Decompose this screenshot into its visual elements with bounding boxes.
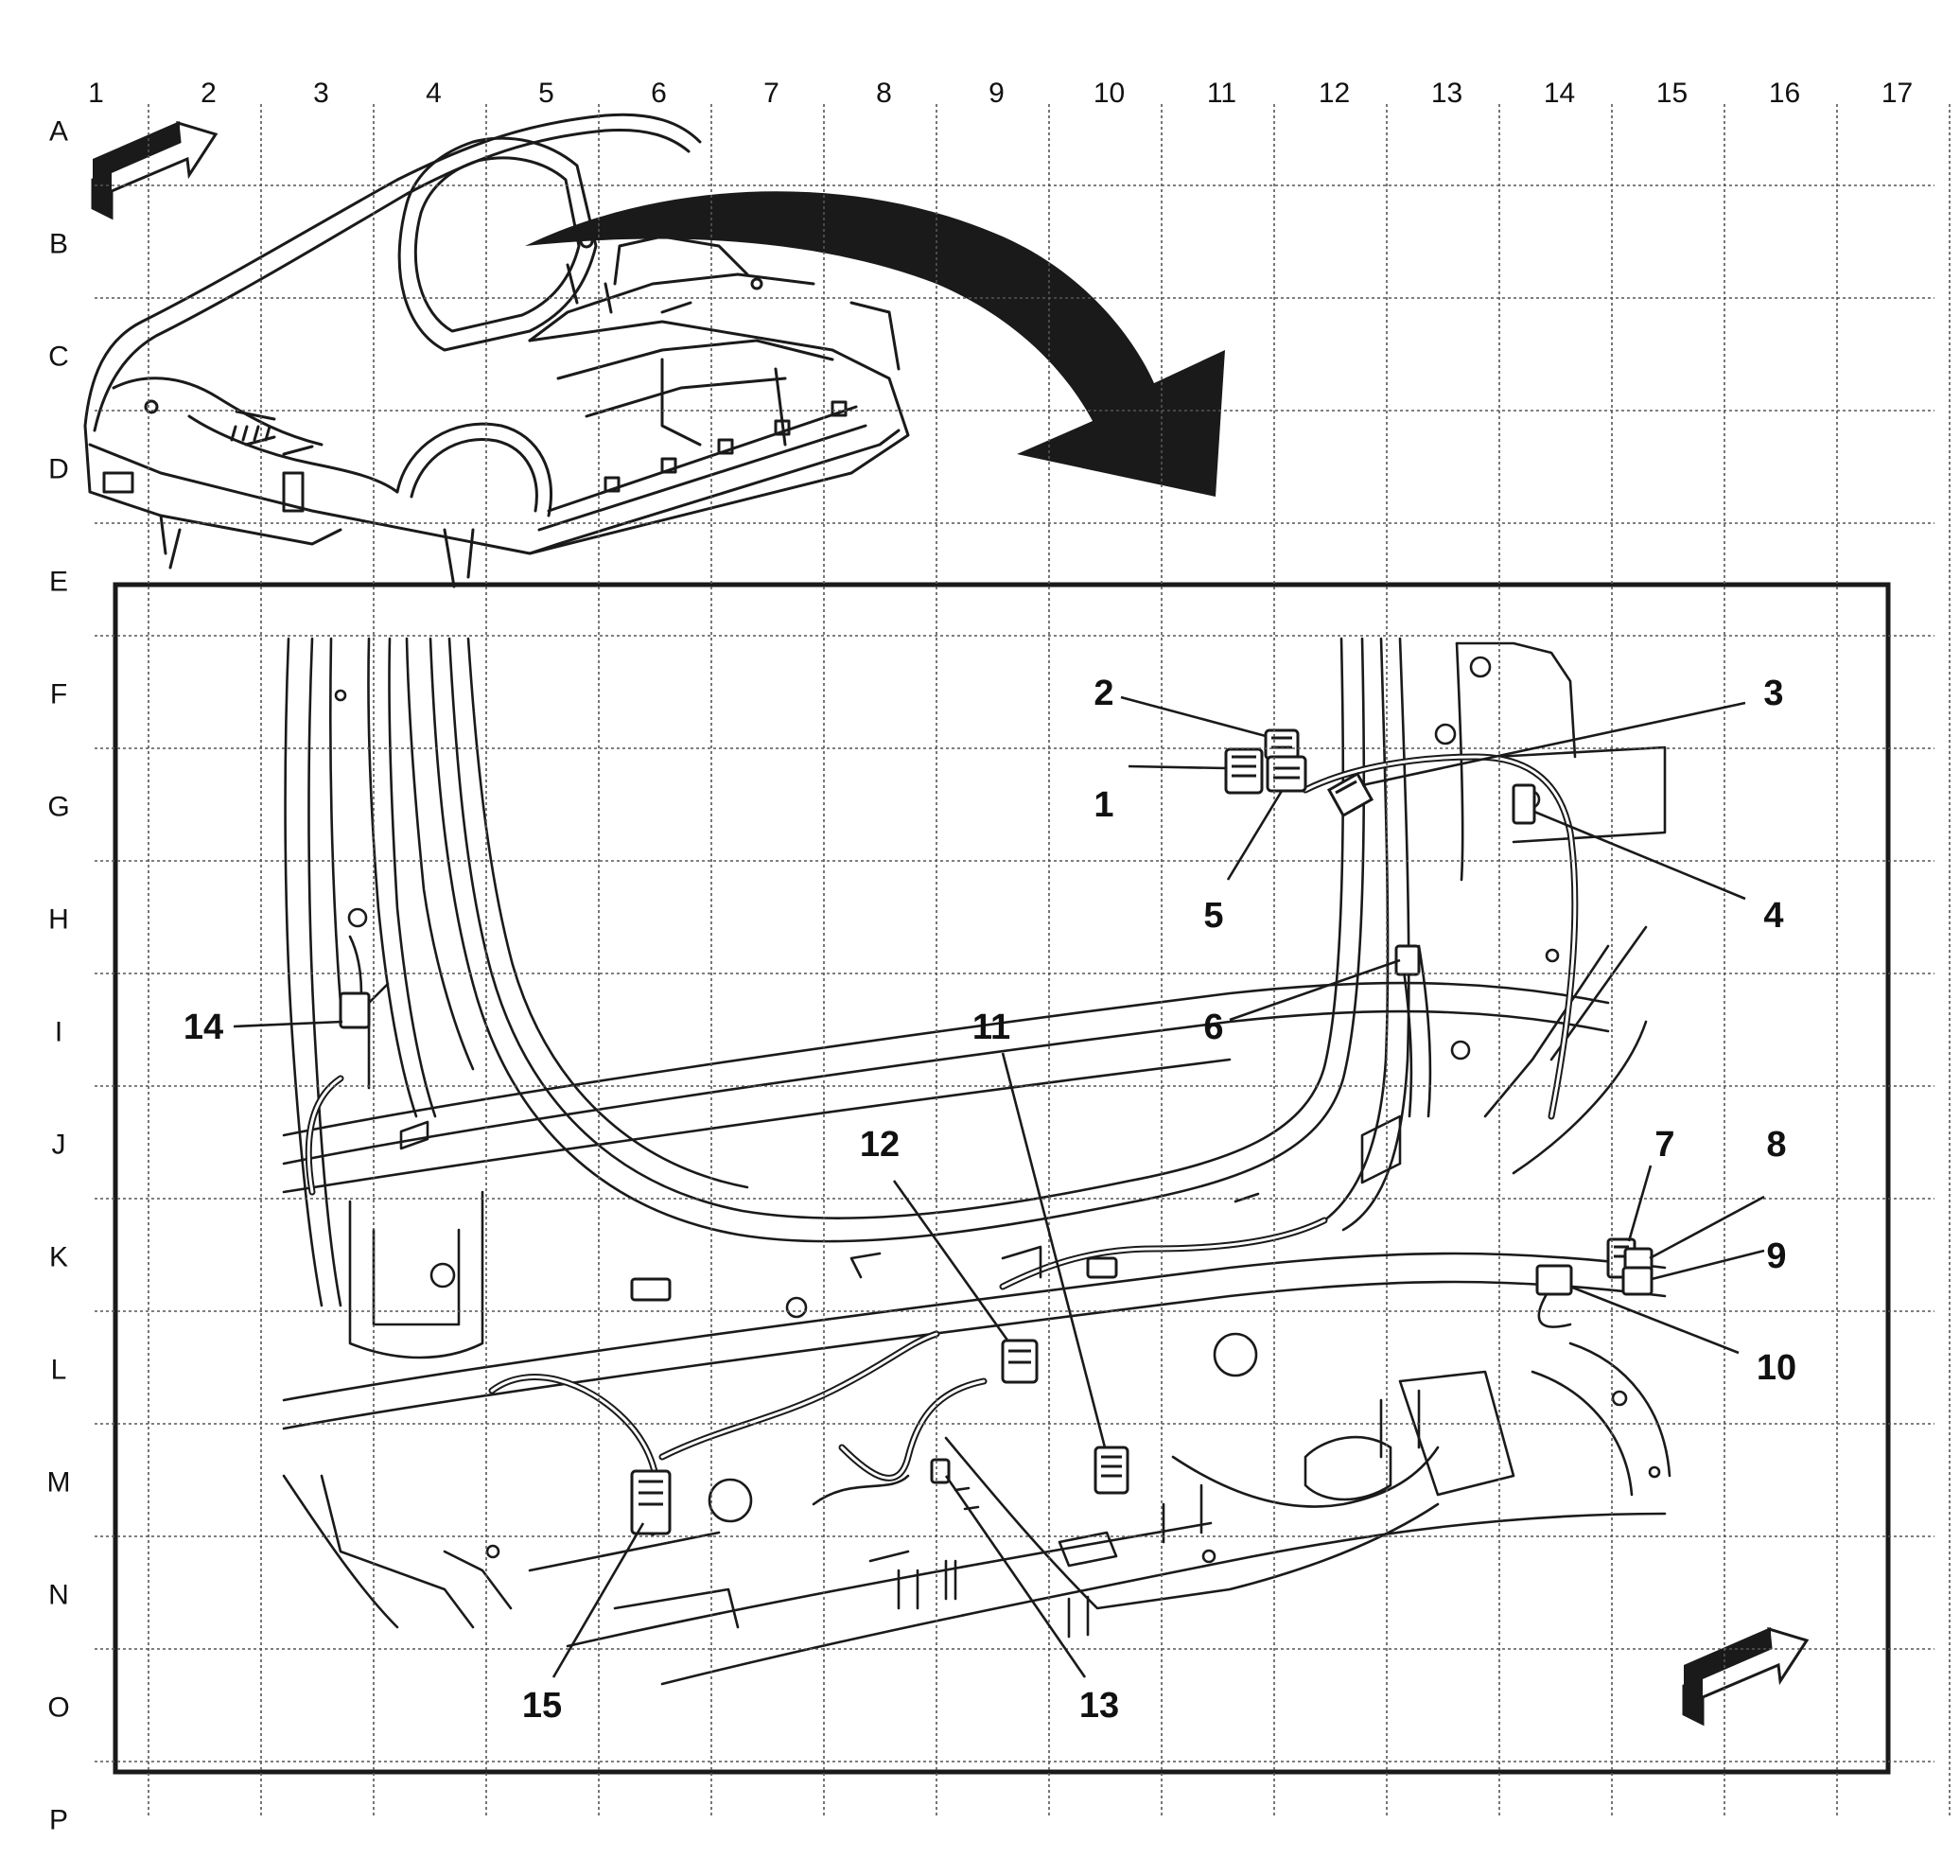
- grid-row-label: M: [47, 1467, 71, 1499]
- grid-column-label: 1: [88, 78, 104, 109]
- callout-1: 1: [1094, 785, 1113, 825]
- connector-11: [1094, 1446, 1129, 1495]
- grid-row-label: K: [49, 1242, 68, 1273]
- callout-9: 9: [1766, 1236, 1786, 1276]
- orientation-arrow-icon: [1682, 1626, 1810, 1727]
- callout-3: 3: [1763, 674, 1783, 713]
- grid-column-label: 2: [201, 78, 217, 109]
- clip-6: [1394, 944, 1421, 976]
- callout-10: 10: [1757, 1348, 1796, 1388]
- connector-components: [339, 728, 1654, 1535]
- callout-5: 5: [1203, 896, 1223, 936]
- connector-misc: [630, 1256, 1118, 1302]
- grid-row-label: N: [48, 1580, 69, 1611]
- grid-row-label: A: [49, 116, 68, 148]
- grid-row-label: H: [48, 904, 69, 936]
- connector-5: [1266, 755, 1307, 793]
- callout-6: 6: [1203, 1008, 1223, 1047]
- callout-15: 15: [522, 1686, 562, 1726]
- connector-2: [1264, 728, 1300, 761]
- detail-body-structure: [282, 637, 1671, 1686]
- callout-13: 13: [1079, 1686, 1119, 1726]
- grid-row-label: D: [48, 454, 69, 485]
- grid-column-label: 16: [1769, 78, 1800, 109]
- detail-view-frame: [113, 582, 1891, 1775]
- grid-column-label: 14: [1544, 78, 1575, 109]
- grid-column-label: 13: [1431, 78, 1462, 109]
- grid-column-label: 6: [651, 78, 667, 109]
- grid-column-label: 9: [989, 78, 1005, 109]
- grid-column-label: 4: [426, 78, 442, 109]
- grid-column-label: 15: [1656, 78, 1688, 109]
- connector-12: [1001, 1339, 1039, 1384]
- connector-14: [339, 991, 371, 1029]
- callout-7: 7: [1654, 1125, 1674, 1165]
- connector-15: [630, 1469, 672, 1535]
- orientation-arrow-icon: [91, 120, 219, 220]
- callout-12: 12: [860, 1125, 900, 1165]
- clip-4: [1512, 783, 1536, 825]
- grid-column-label: 12: [1319, 78, 1350, 109]
- grid-column-label: 11: [1207, 78, 1236, 109]
- grid-column-label: 8: [876, 78, 892, 109]
- grid-row-label: F: [50, 679, 67, 710]
- connector-3: [1326, 771, 1374, 818]
- grid-row-label: E: [49, 567, 68, 598]
- curved-zoom-arrow-icon: [525, 191, 1225, 498]
- grid-column-label: 3: [313, 78, 329, 109]
- grid-row-label: C: [48, 342, 69, 373]
- grid-row-label: J: [52, 1130, 66, 1161]
- connector-10: [1535, 1264, 1573, 1296]
- callout-labels: 1 2 3 4 5 6 7 8 9 10 11 12 13 14 15: [184, 674, 1796, 1726]
- callout-11: 11: [972, 1008, 1010, 1047]
- grid-row-label: O: [47, 1692, 69, 1724]
- grid-column-label: 17: [1881, 78, 1913, 109]
- grid-row-labels: A B C D E F G H I J K L M N O P: [47, 116, 71, 1836]
- callout-4: 4: [1763, 896, 1783, 936]
- grid-row-label: G: [47, 792, 69, 823]
- connector-1: [1224, 747, 1264, 795]
- grid-row-label: L: [51, 1355, 67, 1386]
- grid-row-label: B: [49, 229, 68, 260]
- connector-9: [1621, 1266, 1654, 1296]
- callout-14: 14: [184, 1008, 223, 1047]
- callout-leaders: [233, 695, 1765, 1678]
- grid-row-label: P: [49, 1805, 68, 1836]
- reference-grid: [95, 104, 1951, 1816]
- grid-row-label: I: [55, 1017, 62, 1048]
- clip-13: [930, 1458, 951, 1484]
- callout-8: 8: [1766, 1125, 1786, 1165]
- grid-column-label: 10: [1094, 78, 1125, 109]
- grid-column-label: 5: [538, 78, 554, 109]
- callout-2: 2: [1094, 674, 1113, 713]
- grid-column-label: 7: [763, 78, 779, 109]
